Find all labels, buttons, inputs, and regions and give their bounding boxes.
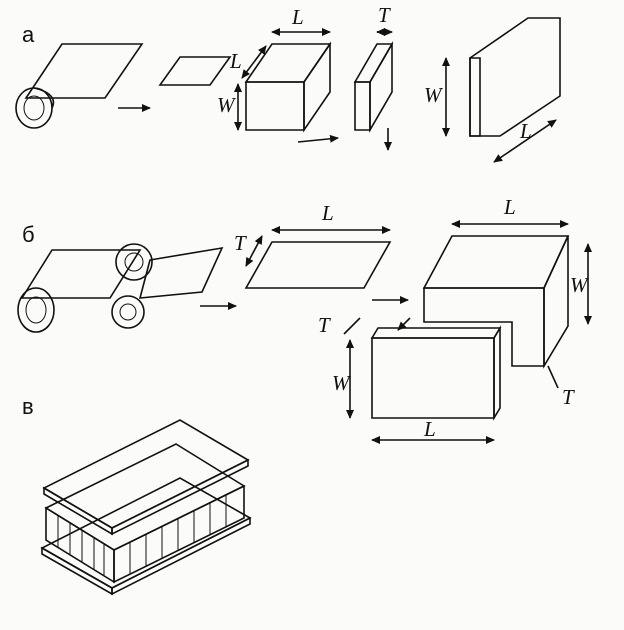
dim-L-top-label: L [291,5,304,29]
panel-c: в [22,394,252,596]
cut-sheet [158,56,232,86]
sandwich-panel [40,419,252,596]
dim-T-core-label: T [318,313,331,337]
stacked-sheets: L L W [217,5,332,133]
dim-T-right-label: T [562,385,575,409]
arrow-a2 [297,134,339,143]
panel-b: б L T L W T [17,195,592,444]
panel-b-label: б [22,222,35,247]
dim-L-left-label: L [321,201,334,225]
dim-T-left [245,235,263,267]
dim-W-right-label: W [570,273,590,297]
expanded-block: W L [424,17,561,163]
dim-L-core-label: L [423,417,436,441]
corrugation-roll [17,243,224,333]
dim-L-block-label: L [519,119,532,143]
panel-a-label: а [22,22,35,47]
panel-c-label: в [22,394,34,419]
dim-W-core-label: W [332,371,352,395]
dim-T-slice-label: T [378,3,391,27]
dim-L-right-label: L [503,195,516,219]
dim-T-left-label: T [234,231,247,255]
dim-L-block [493,119,557,163]
corrugated-sheet: L T [234,201,392,289]
dim-W-block-label: W [424,83,444,107]
dim-W-stack-label: W [217,93,237,117]
dim-L-side [241,45,267,79]
foil-roll [15,43,144,129]
panel-a: а L L W T [15,3,561,163]
slice: T [353,3,394,151]
stacked-corrugated-block: L W T [422,195,592,409]
dim-T-right [547,365,559,389]
dim-L-side-label: L [229,49,242,73]
honeycomb-core-slice: W L T [318,313,502,444]
dim-T-core [343,317,361,335]
